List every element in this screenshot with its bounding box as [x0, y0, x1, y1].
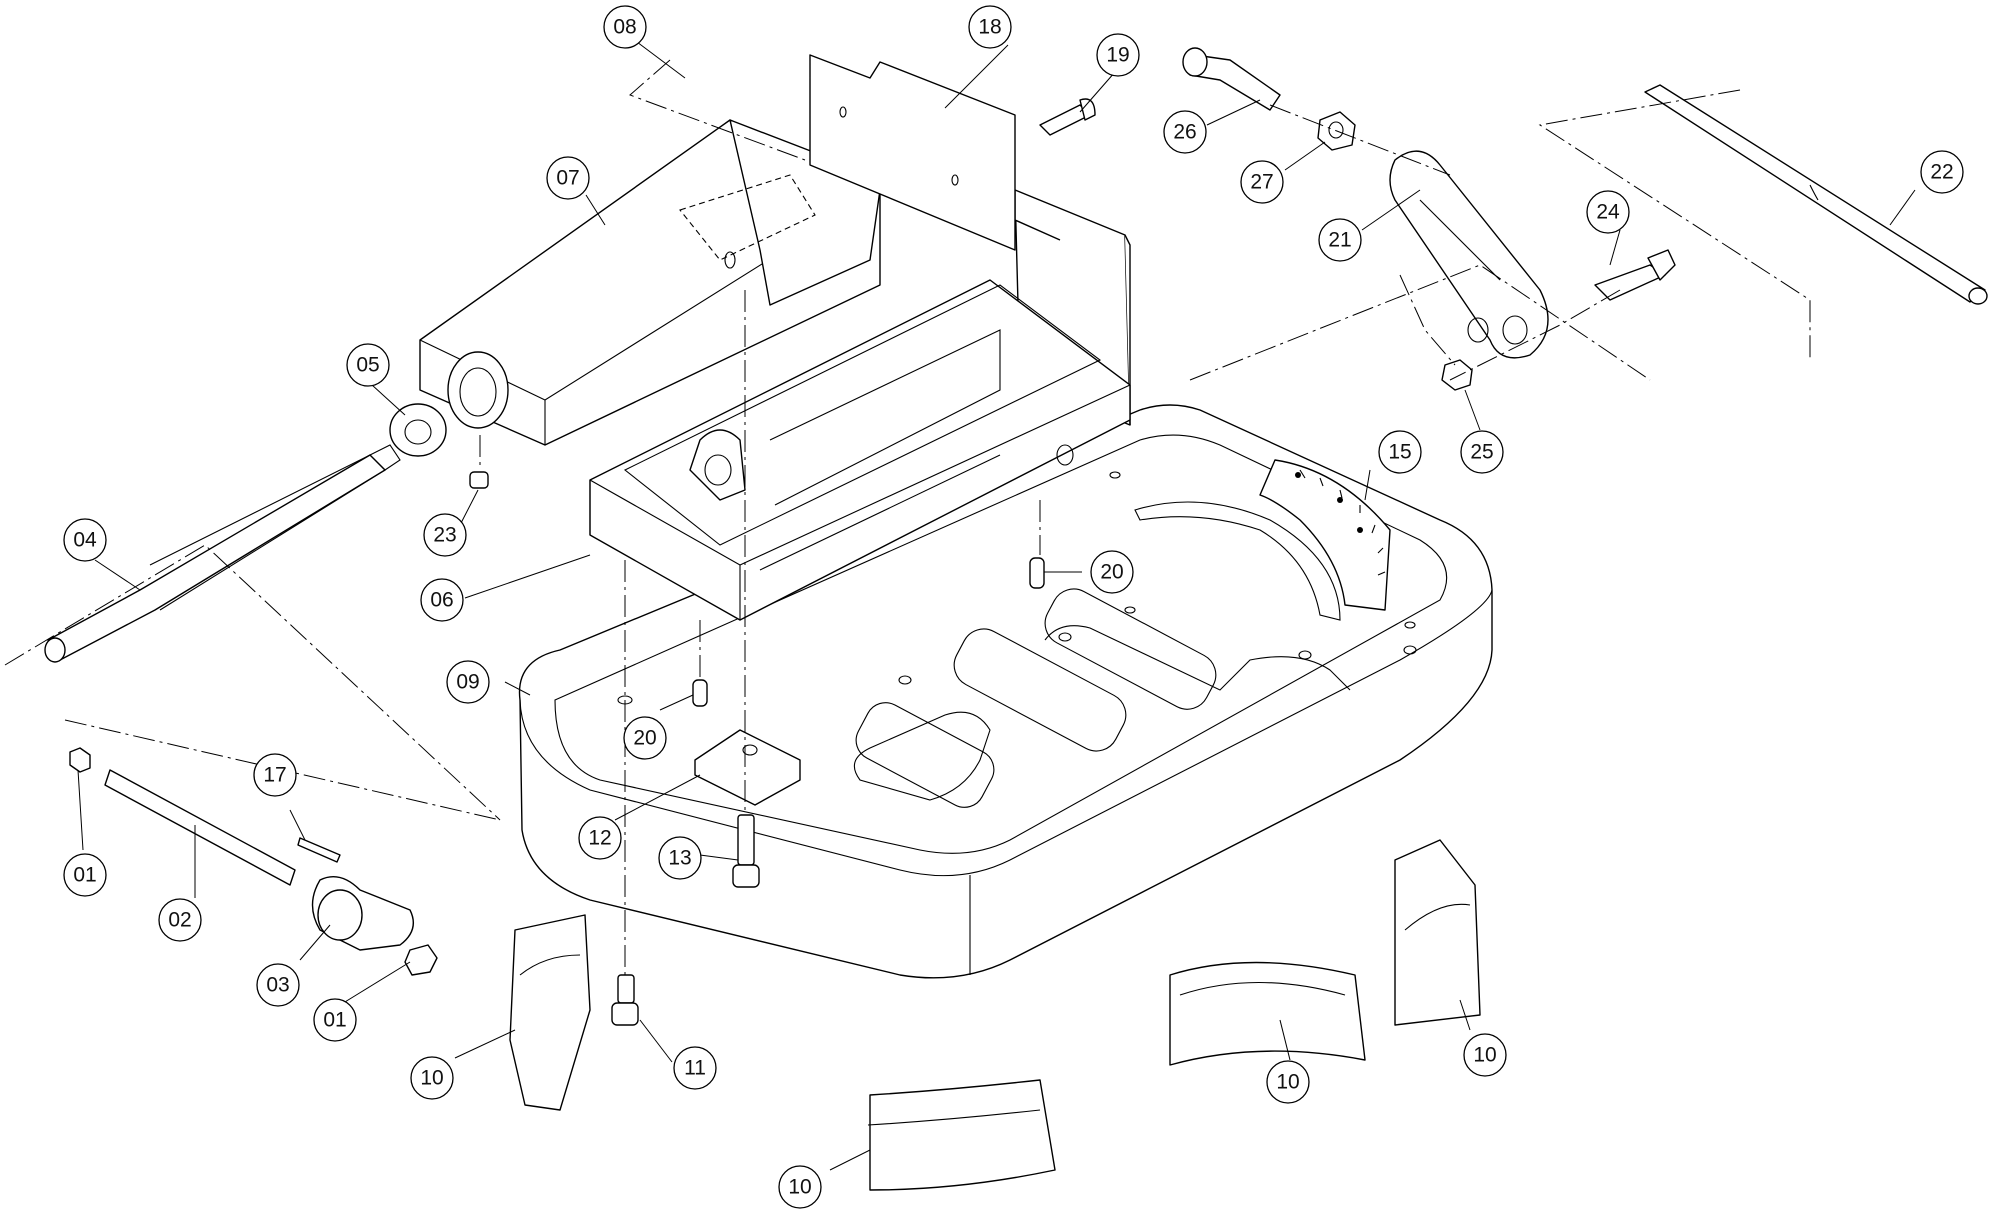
svg-text:12: 12: [588, 827, 611, 850]
svg-text:06: 06: [430, 589, 453, 612]
jaw-plate: [809, 54, 1016, 251]
t-nut-12: [694, 729, 801, 806]
svg-text:24: 24: [1596, 201, 1620, 224]
svg-text:19: 19: [1106, 44, 1129, 67]
svg-text:10: 10: [788, 1176, 811, 1199]
assembly-lines: [4, 59, 1811, 975]
callout-13[interactable]: 13: [658, 836, 702, 880]
callout-21[interactable]: 21: [1318, 218, 1362, 262]
callouts: 08 18 19 26 27 07 21 22 24 05 25 15 23 0…: [63, 5, 1964, 1209]
handle-assembly: [69, 747, 438, 976]
svg-text:21: 21: [1328, 229, 1351, 252]
pin-20-lower: [692, 679, 708, 707]
callout-11[interactable]: 11: [673, 1046, 717, 1090]
callout-leaders: [77, 41, 1916, 1171]
jaw-pad-10-right: [1394, 839, 1481, 1026]
svg-text:07: 07: [556, 167, 579, 190]
jaw-pad-10-middle: [1169, 961, 1366, 1066]
callout-22[interactable]: 22: [1920, 150, 1964, 194]
svg-text:08: 08: [613, 16, 636, 39]
rod-22: [1644, 84, 1988, 305]
callout-19[interactable]: 19: [1096, 33, 1140, 77]
svg-text:11: 11: [684, 1057, 706, 1080]
svg-text:20: 20: [1100, 561, 1123, 584]
callout-23[interactable]: 23: [423, 513, 467, 557]
callout-04[interactable]: 04: [63, 518, 107, 562]
screw-19: [1039, 98, 1096, 136]
svg-text:04: 04: [73, 529, 97, 552]
bolt-24: [1594, 249, 1676, 301]
bolt-11: [611, 974, 639, 1026]
callout-05[interactable]: 05: [346, 343, 390, 387]
callout-01-lower[interactable]: 01: [313, 998, 357, 1042]
callout-10-left[interactable]: 10: [410, 1056, 454, 1100]
callout-20-upper[interactable]: 20: [1090, 550, 1134, 594]
handle-arm-21: [1389, 150, 1549, 359]
callout-10-right[interactable]: 10: [1463, 1033, 1507, 1077]
svg-text:01: 01: [73, 864, 96, 887]
svg-text:10: 10: [1276, 1071, 1299, 1094]
set-screw-23: [469, 471, 489, 489]
callout-10-middle[interactable]: 10: [1266, 1060, 1310, 1104]
svg-text:26: 26: [1173, 121, 1196, 144]
svg-text:20: 20: [633, 727, 656, 750]
svg-text:13: 13: [668, 847, 691, 870]
angle-scale: [1259, 459, 1391, 611]
jaw-pad-10-bottom: [867, 1079, 1056, 1191]
callout-10-bottom[interactable]: 10: [778, 1165, 822, 1209]
svg-text:10: 10: [420, 1067, 443, 1090]
jaw-pad-10-left: [509, 914, 591, 1111]
callout-07[interactable]: 07: [546, 156, 590, 200]
svg-text:25: 25: [1470, 441, 1493, 464]
nut-25: [1441, 359, 1473, 391]
callout-25[interactable]: 25: [1460, 430, 1504, 474]
svg-text:27: 27: [1250, 171, 1273, 194]
callout-09[interactable]: 09: [446, 660, 490, 704]
base-plate: [518, 404, 1493, 979]
callout-01-upper[interactable]: 01: [63, 853, 107, 897]
callout-03[interactable]: 03: [256, 963, 300, 1007]
callout-20-lower[interactable]: 20: [623, 716, 667, 760]
svg-text:03: 03: [266, 974, 289, 997]
callout-12[interactable]: 12: [578, 816, 622, 860]
bolt-26: [1182, 47, 1281, 111]
callout-26[interactable]: 26: [1163, 110, 1207, 154]
bolt-13: [732, 814, 760, 888]
svg-text:10: 10: [1473, 1044, 1496, 1067]
callout-06[interactable]: 06: [420, 578, 464, 622]
washer-05: [389, 403, 447, 457]
slide-body: [589, 279, 1131, 621]
callout-15[interactable]: 15: [1378, 430, 1422, 474]
callout-27[interactable]: 27: [1240, 160, 1284, 204]
callout-24[interactable]: 24: [1586, 190, 1630, 234]
callout-17[interactable]: 17: [253, 753, 297, 797]
callout-18[interactable]: 18: [968, 5, 1012, 49]
svg-text:17: 17: [263, 764, 286, 787]
svg-text:15: 15: [1388, 441, 1411, 464]
svg-text:01: 01: [323, 1009, 346, 1032]
svg-text:22: 22: [1930, 161, 1953, 184]
callout-02[interactable]: 02: [158, 898, 202, 942]
callout-08[interactable]: 08: [603, 5, 647, 49]
svg-text:18: 18: [978, 16, 1001, 39]
svg-text:09: 09: [456, 671, 479, 694]
pin-20-upper: [1029, 557, 1045, 589]
svg-text:23: 23: [433, 524, 456, 547]
svg-text:02: 02: [168, 909, 191, 932]
svg-text:05: 05: [356, 354, 379, 377]
